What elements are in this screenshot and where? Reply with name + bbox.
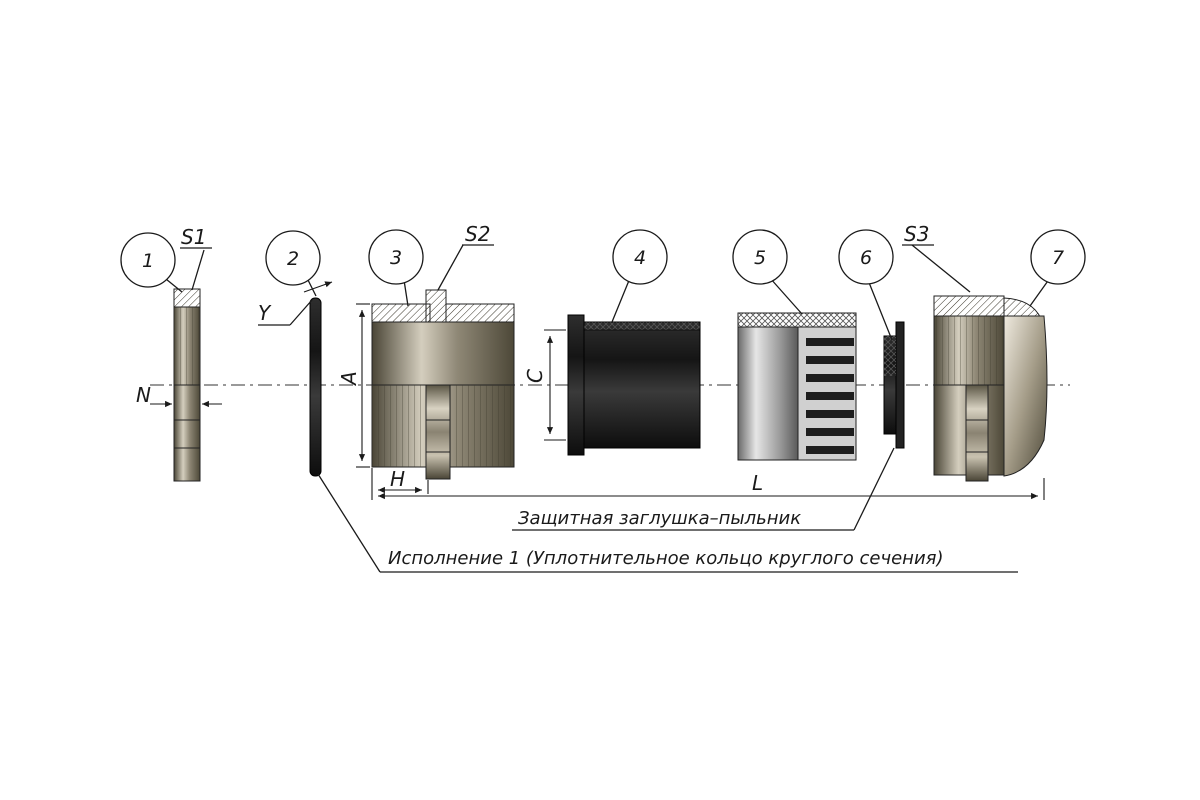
dim-y-label: Y <box>258 301 272 325</box>
dim-c-label: C <box>523 369 547 383</box>
callout-5: 5 <box>732 229 788 285</box>
dim-s3-label: S3 <box>904 222 929 246</box>
callout-4-label: 4 <box>634 247 646 269</box>
callout-leaders <box>160 244 1051 341</box>
callout-7-label: 7 <box>1052 247 1064 269</box>
callout-3-label: 3 <box>390 247 402 269</box>
callout-7: 7 <box>1030 229 1086 285</box>
callout-5-label: 5 <box>754 247 766 269</box>
callout-3: 3 <box>368 229 424 285</box>
part-5-clamping-insert <box>737 312 857 461</box>
dim-h-label: H <box>390 467 405 491</box>
version1-caption: Исполнение 1 (Уплотнительное кольцо круг… <box>317 473 1018 573</box>
dim-n-label: N <box>136 383 151 407</box>
callout-1-label: 1 <box>142 250 154 272</box>
part-3-body <box>371 289 515 480</box>
part-2-o-ring <box>309 297 322 477</box>
dust-cap-caption-text: Защитная заглушка–пыльник <box>518 508 801 529</box>
callout-2-label: 2 <box>287 248 299 270</box>
version1-caption-text: Исполнение 1 (Уплотнительное кольцо круг… <box>388 548 944 569</box>
part-6-dust-cap <box>883 321 905 449</box>
dim-l-label: L <box>752 471 763 495</box>
callout-4: 4 <box>612 229 668 285</box>
dim-a-label: A <box>337 371 361 387</box>
callout-1: 1 <box>120 232 176 288</box>
part-7-cap-nut <box>933 295 1048 482</box>
dim-s2-label: S2 <box>465 222 490 246</box>
callout-2: 2 <box>265 230 321 286</box>
part-4-rubber-seal <box>567 314 701 456</box>
part-1-lock-nut <box>173 288 201 482</box>
callout-6: 6 <box>838 229 894 285</box>
dim-s1-label: S1 <box>181 225 206 249</box>
dust-cap-caption: Защитная заглушка–пыльник <box>512 447 895 531</box>
callout-6-label: 6 <box>860 247 872 269</box>
